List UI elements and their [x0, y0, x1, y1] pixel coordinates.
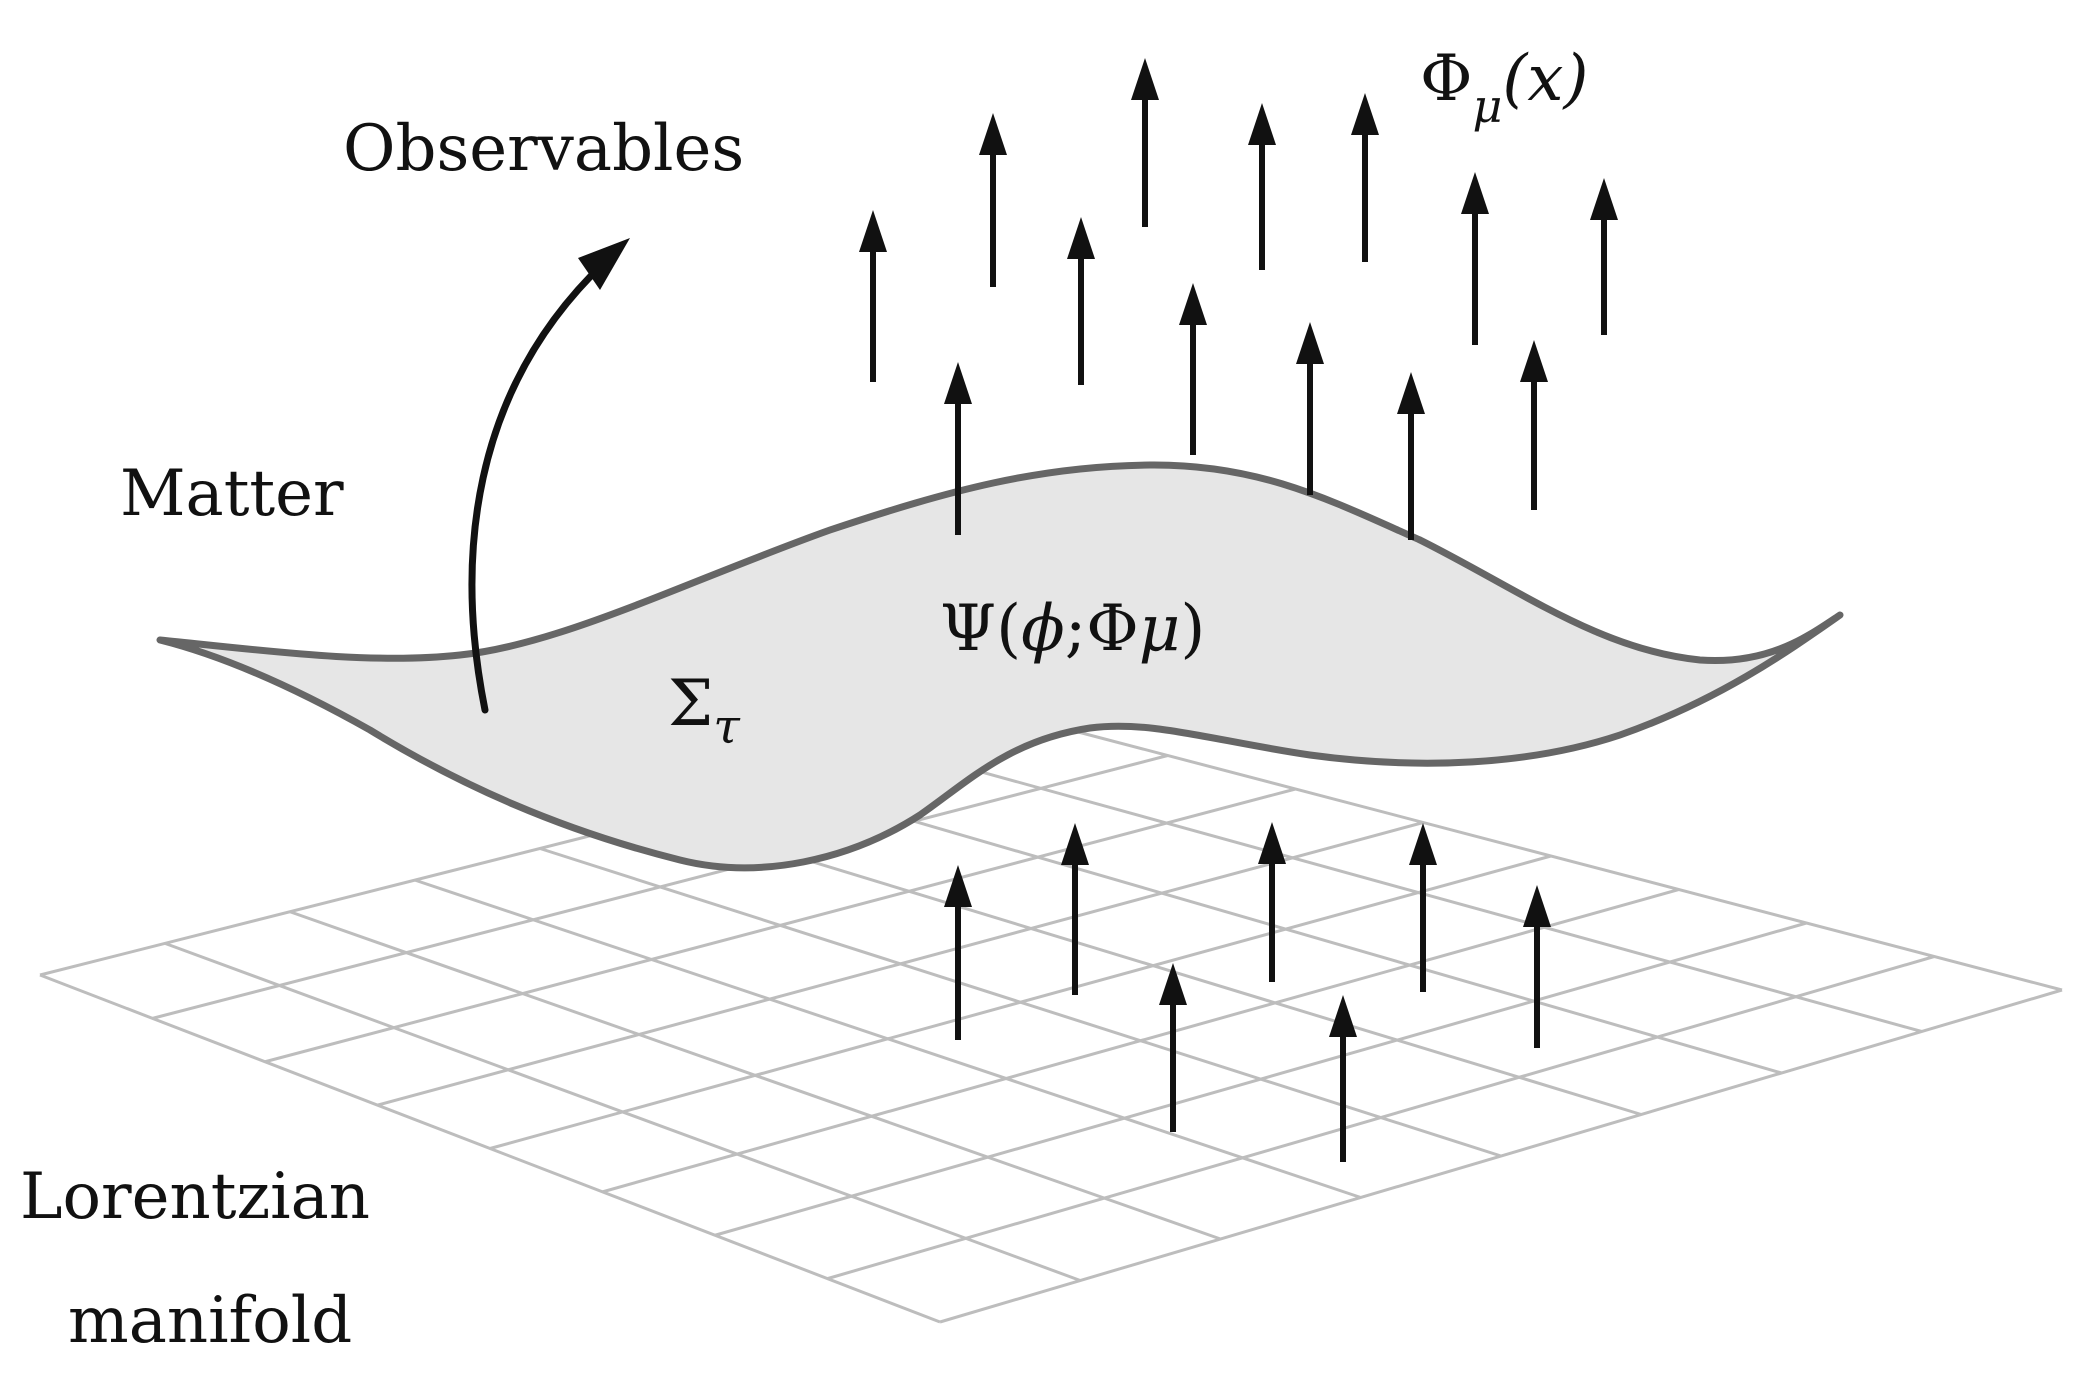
arrow-head [1409, 823, 1437, 865]
observable-arrow [979, 113, 1007, 287]
lorentzian-label-line1: Lorentzian [20, 1160, 370, 1234]
matter-label: Matter [120, 457, 344, 531]
grid-line [164, 941, 1081, 1282]
manifold-arrow [1523, 885, 1551, 1048]
observable-arrow [1296, 322, 1324, 495]
observable-arrow [1520, 340, 1548, 510]
observable-arrow [1067, 217, 1095, 385]
arrow-head [1461, 172, 1489, 214]
grid-line [664, 815, 1642, 1116]
arrow-head [979, 113, 1007, 155]
arrow-head [1258, 822, 1286, 864]
manifold-arrow [1159, 963, 1187, 1132]
grid-line [414, 878, 1362, 1199]
observable-arrow [859, 210, 887, 382]
observables-label: Observables [343, 112, 744, 186]
arrow-head [1061, 823, 1089, 865]
observable-arrow [1131, 58, 1159, 227]
arrow-head [1523, 885, 1551, 927]
phi-field-label: Φμ(x) [1420, 42, 1588, 133]
manifold-arrow [944, 865, 972, 1040]
manifold-arrow [1329, 995, 1357, 1162]
arrow-head [1397, 372, 1425, 414]
manifold-arrow [1061, 823, 1089, 995]
lorentzian-label-line2: manifold [68, 1284, 352, 1358]
observable-arrow [944, 362, 972, 535]
observable-arrow [1461, 172, 1489, 345]
observable-arrow [1397, 372, 1425, 540]
observable-arrow-field [859, 58, 1618, 540]
arrow-head [1179, 283, 1207, 325]
grid-line [1039, 720, 2063, 992]
grid-line [539, 847, 1502, 1158]
arrow-head [1520, 340, 1548, 382]
arrow-head [859, 210, 887, 252]
arrow-head [1131, 58, 1159, 100]
grid-line [914, 752, 1923, 1033]
arrow-head [1590, 178, 1618, 220]
observable-arrow [1179, 283, 1207, 455]
observable-arrow [1351, 93, 1379, 262]
grid-line [289, 910, 1221, 1241]
arrow-head [1296, 322, 1324, 364]
lower-arrow-field [944, 822, 1551, 1162]
arrow-head [944, 362, 972, 404]
arrow-head [1159, 963, 1187, 1005]
observable-arrow [1590, 178, 1618, 335]
arrow-head [1329, 995, 1357, 1037]
grid-line [789, 783, 1782, 1075]
sigma-tau-label: Στ [668, 667, 741, 755]
observable-arrow [1248, 103, 1276, 270]
matter-to-observables-arrow [468, 238, 630, 714]
manifold-arrow [1258, 822, 1286, 982]
wavefunctional-label: Ψ(ϕ;Φμ) [940, 592, 1205, 666]
manifold-arrow [1409, 823, 1437, 992]
hypersurface-sigma-tau [156, 461, 1844, 872]
arrow-head [1248, 103, 1276, 145]
arrow-head [1351, 93, 1379, 135]
arrow-head [1067, 217, 1095, 259]
grid-line [39, 973, 941, 1324]
arrow-head [944, 865, 972, 907]
